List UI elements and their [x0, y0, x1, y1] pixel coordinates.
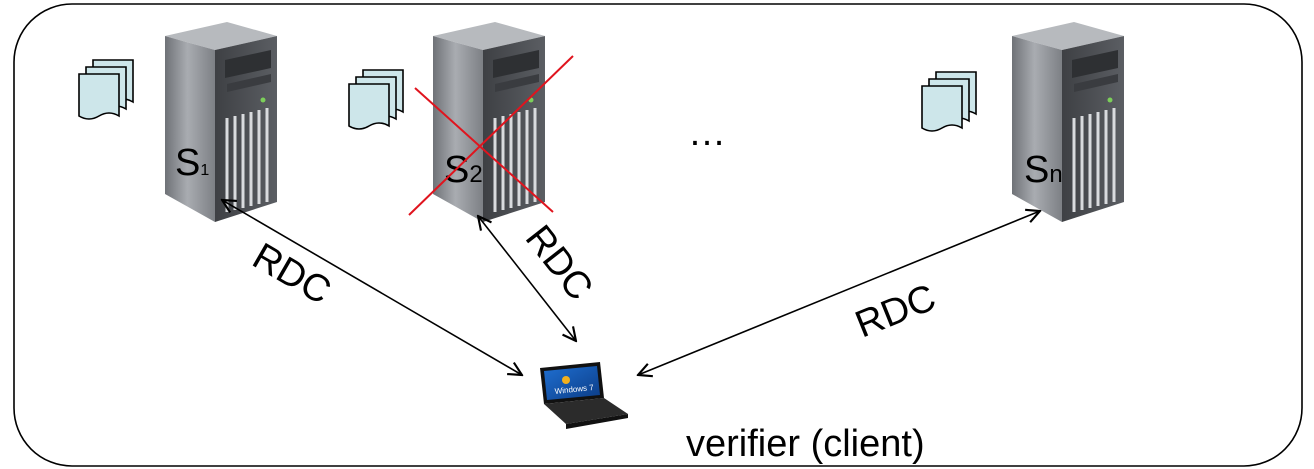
server-n-label: Sn [1024, 149, 1063, 191]
server-1-label: S1 [175, 142, 209, 184]
server-1: S1 [78, 20, 279, 224]
rdc-link-server-n [638, 211, 1040, 375]
failed-cross-icon [408, 55, 574, 216]
rdc-link-server-1 [222, 200, 522, 375]
client-label: verifier (client) [686, 423, 925, 465]
laptop-icon: Windows 7 [540, 362, 628, 429]
server-tower-icon [163, 20, 279, 224]
server-tower-icon [431, 20, 547, 224]
more-servers-ellipsis: … [688, 112, 726, 154]
server-2: S2 [348, 20, 574, 224]
rdc-link-server-2 [478, 216, 576, 341]
server-tower-icon [1010, 20, 1126, 224]
os-badge: Windows 7 [554, 383, 594, 396]
server-n: Sn [921, 20, 1126, 224]
